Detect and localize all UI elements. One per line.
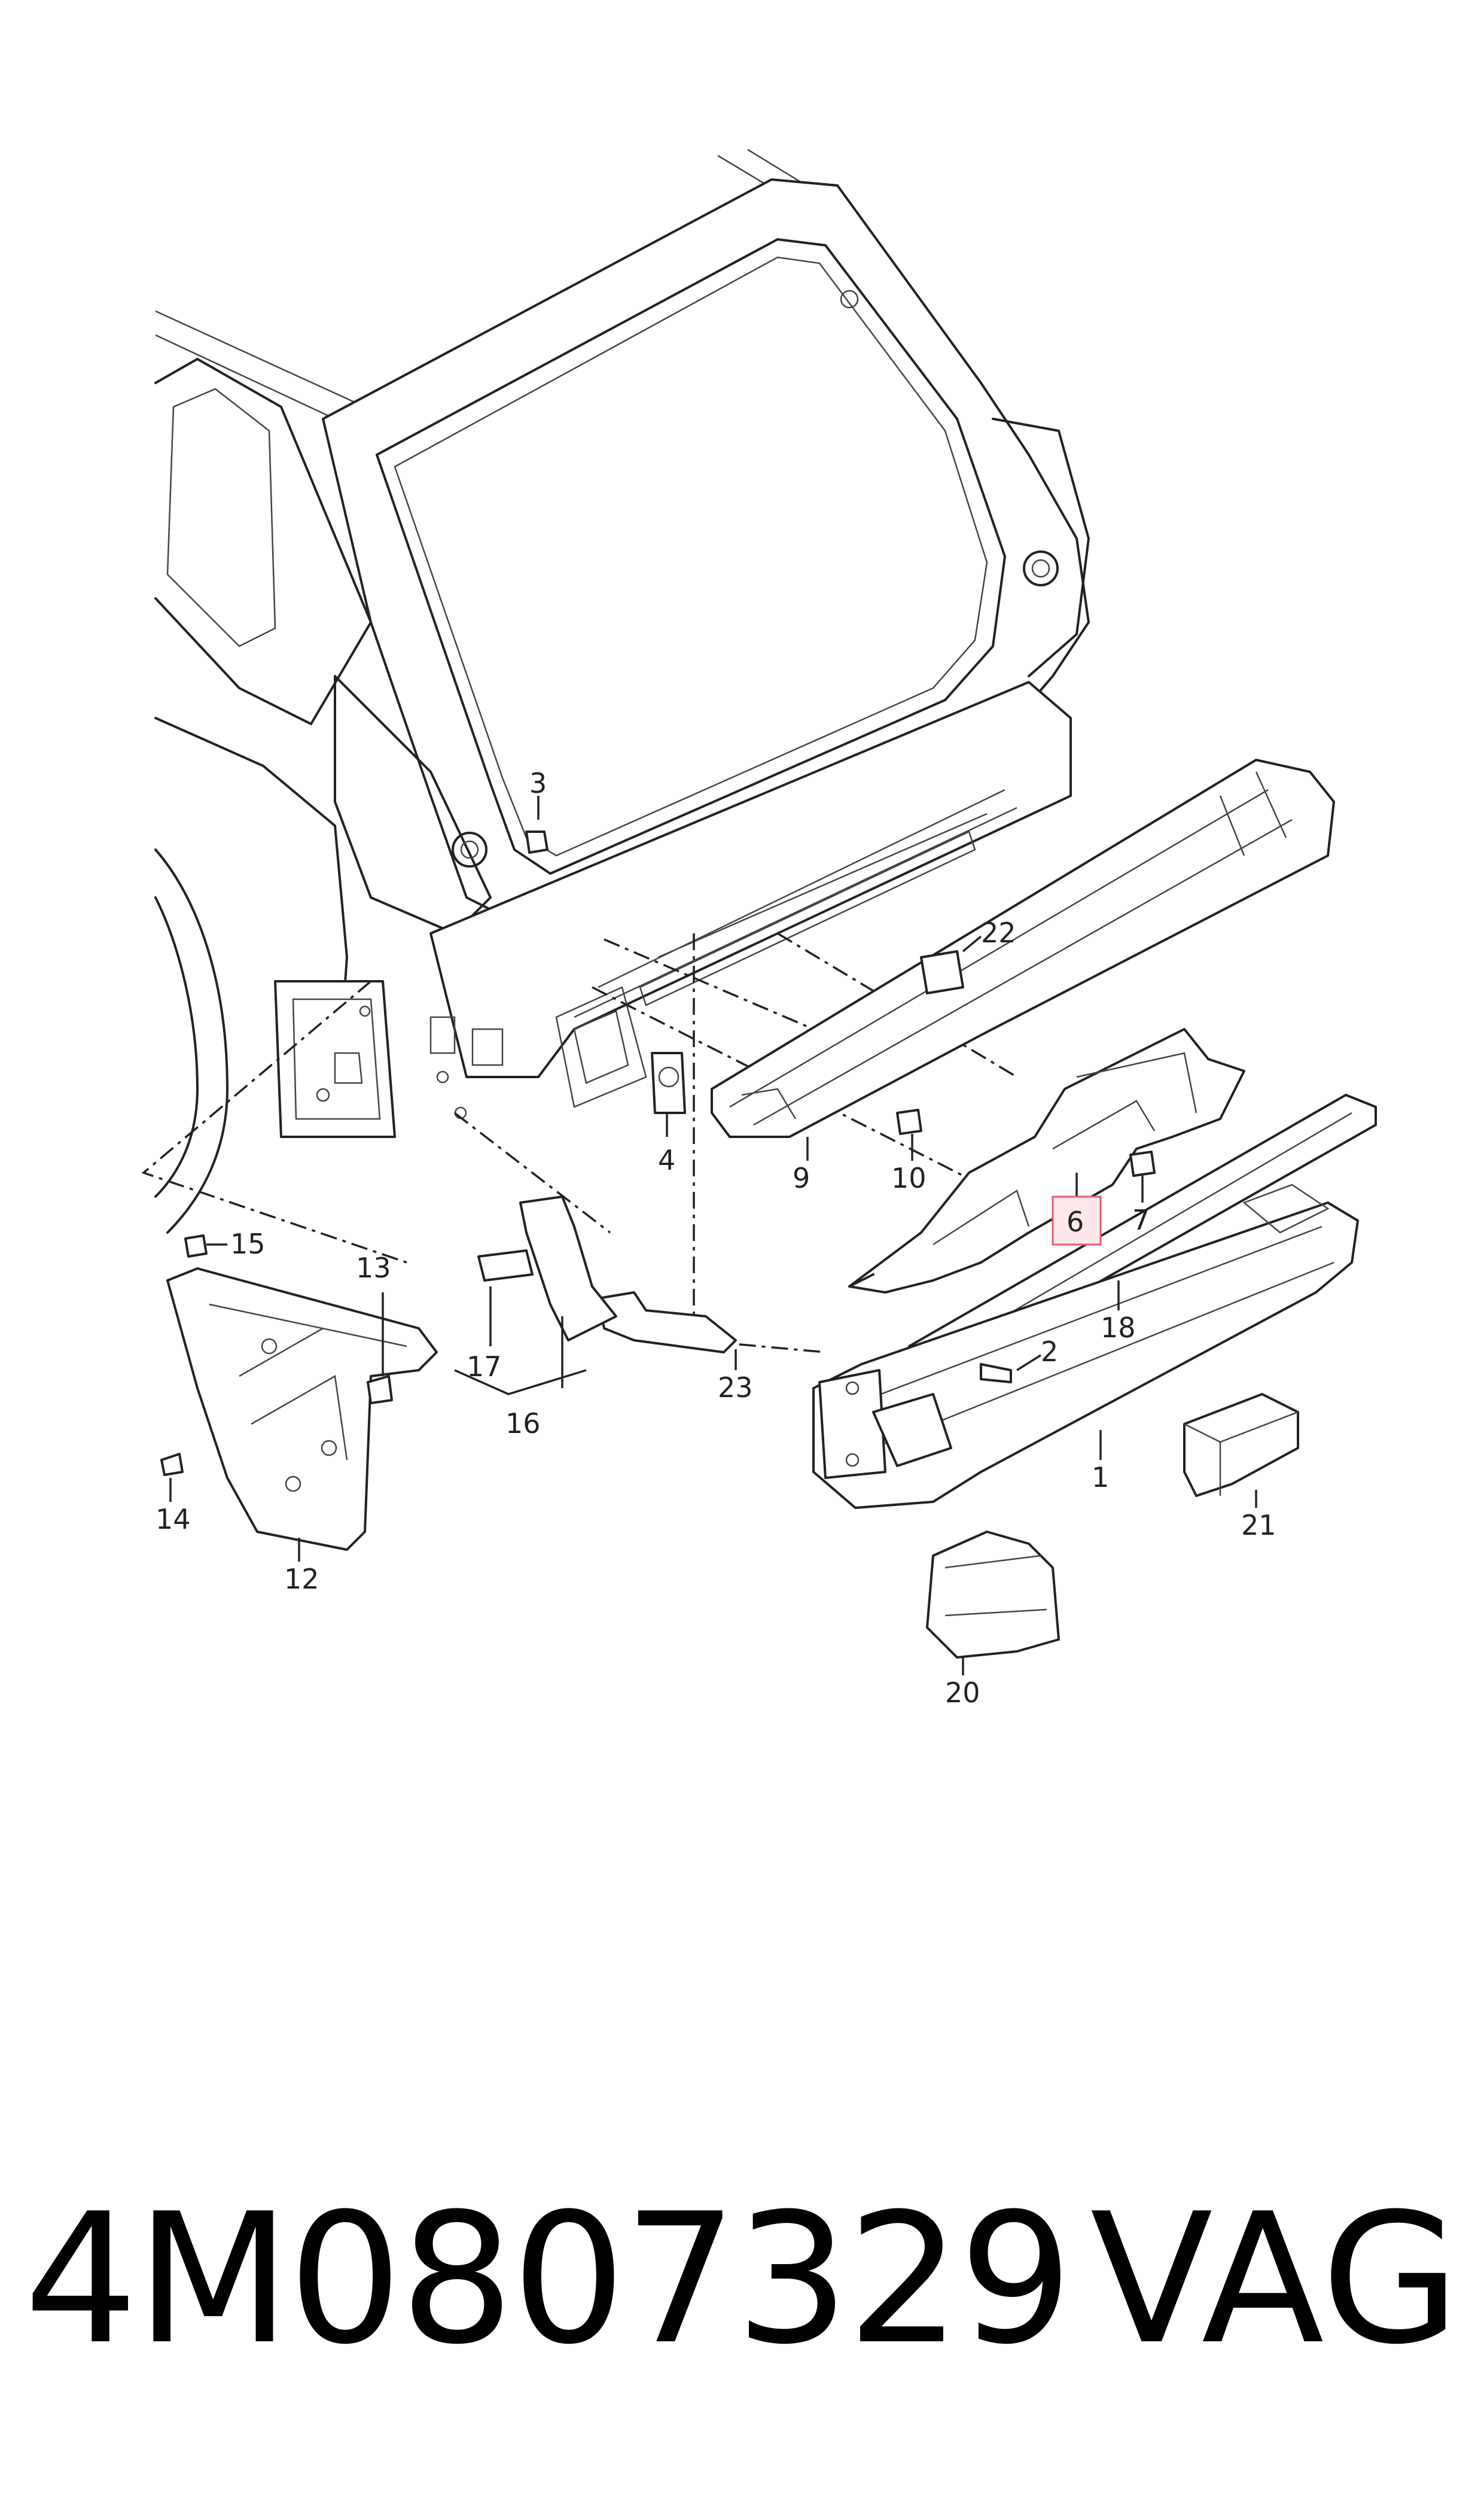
part-13-clip [367,1375,393,1404]
callout-21: 21 [1241,1509,1276,1541]
part-23-bracket [597,1291,737,1353]
callout-16: 16 [505,1407,541,1440]
callout-10: 10 [891,1162,927,1194]
part-20-corner-bracket [926,1531,1060,1659]
brand-label: VAG [1090,2175,1460,2384]
part-1-bumper-reinforcement [812,1184,1359,1509]
part-14-screw [160,1453,184,1476]
callout-13: 13 [356,1252,391,1284]
part-7-nut [1129,1151,1156,1177]
callout-2: 2 [1041,1335,1058,1368]
part-21-block [1183,1393,1299,1497]
part-3-nut [525,830,548,854]
callout-4: 4 [658,1144,675,1176]
callout-1: 1 [1092,1461,1109,1493]
callout-20: 20 [945,1677,980,1709]
part-number-label: 4M0807329 [24,2175,1073,2384]
callout-6: 6 [1066,1206,1084,1238]
part-22-clip [920,950,964,994]
part-10-nut [896,1109,922,1135]
callout-9: 9 [793,1162,810,1194]
callout-17: 17 [467,1350,502,1383]
callout-22: 22 [981,917,1016,949]
fasteners [160,830,1156,1476]
callout-7: 7 [1132,1204,1150,1236]
callout-labels: 3 4 9 10 6 7 22 18 2 1 21 20 12 14 13 15… [156,767,1276,1709]
part-2-bolt [980,1363,1012,1383]
callout-12: 12 [284,1563,319,1595]
callout-14: 14 [156,1503,191,1535]
callout-15: 15 [230,1228,266,1260]
callout-23: 23 [718,1371,753,1404]
callout-6-highlight [1052,1195,1102,1246]
leader-lines [169,796,1257,1675]
exploded-parts-diagram: 3 4 9 10 6 7 22 18 2 1 21 20 12 14 13 15… [141,148,1377,1709]
callout-18: 18 [1101,1312,1136,1344]
vehicle-body-rear [141,148,1090,1353]
callout-3: 3 [529,767,547,799]
part-9-upper-crossmember [711,759,1335,1138]
part-12-side-bracket [166,1267,438,1551]
part-4-grommet [651,1052,686,1114]
part-15-nut [184,1234,208,1258]
part-16-tow-bracket [477,1195,617,1341]
part-6-center-bracket [848,1028,1245,1294]
